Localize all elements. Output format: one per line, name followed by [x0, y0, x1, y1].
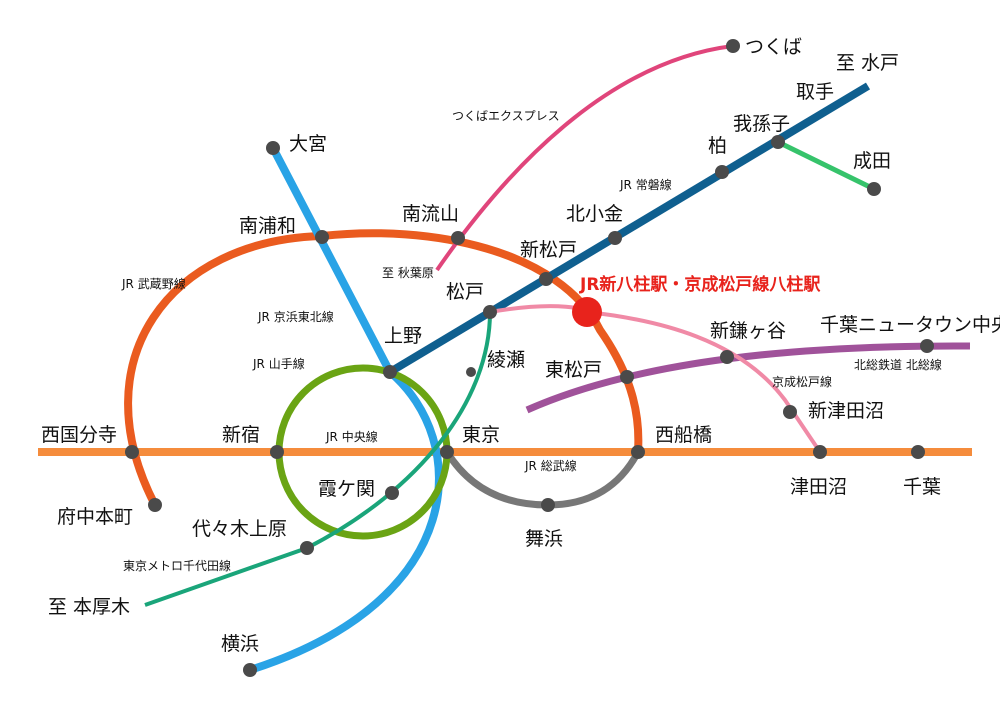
station-dot-chiba-nt-chuo[interactable] — [920, 339, 934, 353]
station-label-kasumigaseki: 霞ケ関 — [318, 478, 375, 500]
station-label-kashiwa: 柏 — [708, 135, 727, 157]
highlight-station-label: JR新八柱駅・京成松戸線八柱駅 — [579, 274, 821, 295]
station-label-shinjuku: 新宿 — [222, 424, 260, 446]
line-label-chiyoda: 東京メトロ千代田線 — [123, 558, 231, 573]
station-label-yokohama: 横浜 — [221, 633, 259, 655]
station-dot-matsudo[interactable] — [483, 305, 497, 319]
tsukuba-express-line — [435, 44, 734, 272]
keisei-matsudo-line — [489, 304, 822, 454]
station-label-chiba-nt-chuo: 千葉ニュータウン中央駅 — [820, 314, 1000, 336]
station-dot-kashiwa[interactable] — [715, 165, 729, 179]
station-label-abiko: 我孫子 — [733, 113, 790, 135]
line-label-chuo: JR 中央線 — [325, 429, 378, 444]
station-dot-shinjuku[interactable] — [270, 445, 284, 459]
station-dot-yoyogiuehara[interactable] — [300, 541, 314, 555]
station-label-maihama: 舞浜 — [525, 528, 563, 550]
station-dot-omiya[interactable] — [266, 141, 280, 155]
station-dot-chiba[interactable] — [911, 445, 925, 459]
station-dot-fuchuhonmachi[interactable] — [148, 498, 162, 512]
line-label-keisei-matsudo: 京成松戸線 — [772, 374, 832, 389]
station-label-nishikokubunji: 西国分寺 — [41, 424, 117, 446]
station-dot-ueno[interactable] — [383, 365, 397, 379]
station-label-minaminagareyama: 南流山 — [402, 203, 459, 225]
station-dot-nishifunabashi[interactable] — [631, 445, 645, 459]
station-label-ayase: 綾瀬 — [487, 349, 525, 371]
station-label-fuchuhonmachi: 府中本町 — [57, 506, 133, 528]
line-label-tsukuba-express: つくばエクスプレス — [452, 109, 560, 123]
station-dot-maihama[interactable] — [541, 498, 555, 512]
highlight-station-dot[interactable] — [572, 297, 602, 327]
line-label-joban: JR 常磐線 — [619, 177, 672, 192]
station-label-honatsugi: 至 本厚木 — [48, 596, 130, 618]
station-dot-shinkamagaya[interactable] — [720, 350, 734, 364]
narita-line — [776, 139, 876, 192]
station-label-omiya: 大宮 — [289, 133, 327, 155]
station-label-tsukuba: つくば — [745, 36, 802, 58]
line-label-hokuso: 北総鉄道 北総線 — [854, 357, 942, 372]
station-label-ueno: 上野 — [384, 325, 422, 347]
line-label-musashino: JR 武蔵野線 — [121, 276, 186, 291]
station-label-higashimatsudo: 東松戸 — [545, 359, 602, 381]
station-dot-kasumigaseki[interactable] — [385, 486, 399, 500]
station-dot-nishikokubunji[interactable] — [125, 445, 139, 459]
station-label-tokyo: 東京 — [462, 424, 500, 446]
station-label-mito: 至 水戸 — [836, 52, 899, 74]
station-label-nishifunabashi: 西船橋 — [655, 424, 712, 446]
station-dot-shinmatsudo[interactable] — [539, 272, 553, 286]
line-label-sobu: JR 総武線 — [524, 458, 577, 473]
station-dot-higashimatsudo[interactable] — [620, 370, 634, 384]
chiyoda-line — [144, 311, 492, 607]
station-dot-kitakogane[interactable] — [608, 231, 622, 245]
line-label-keihin-tohoku: JR 京浜東北線 — [257, 309, 334, 324]
station-dot-tsukuba[interactable] — [726, 39, 740, 53]
station-label-chiba: 千葉 — [903, 476, 941, 498]
station-label-akihabara: 至 秋葉原 — [382, 266, 434, 280]
station-label-tsudanuma: 津田沼 — [790, 476, 847, 498]
station-label-toride: 取手 — [796, 81, 834, 103]
station-label-kitakogane: 北小金 — [566, 203, 623, 225]
musashino-line — [124, 229, 643, 507]
station-dot-tokyo[interactable] — [440, 445, 454, 459]
station-dot-yokohama[interactable] — [243, 663, 257, 677]
station-label-yoyogiuehara: 代々木上原 — [192, 518, 287, 540]
station-dot-ayase[interactable] — [466, 367, 476, 377]
station-dot-abiko[interactable] — [771, 135, 785, 149]
station-label-narita: 成田 — [853, 150, 891, 172]
station-label-shintsudanuma: 新津田沼 — [808, 400, 884, 422]
station-dot-minaminagareyama[interactable] — [451, 231, 465, 245]
joban-line — [387, 82, 871, 376]
station-dot-shintsudanuma[interactable] — [783, 405, 797, 419]
station-label-shinkamagaya: 新鎌ヶ谷 — [710, 320, 786, 342]
station-dot-narita[interactable] — [867, 182, 881, 196]
station-label-minamiurawa: 南浦和 — [239, 215, 296, 237]
keihin-tohoku-line — [248, 146, 443, 674]
station-dot-minamiurawa[interactable] — [315, 230, 329, 244]
station-label-shinmatsudo: 新松戸 — [520, 239, 577, 261]
line-label-yamanote: JR 山手線 — [252, 356, 305, 371]
station-dot-tsudanuma[interactable] — [813, 445, 827, 459]
station-label-matsudo: 松戸 — [446, 281, 484, 303]
